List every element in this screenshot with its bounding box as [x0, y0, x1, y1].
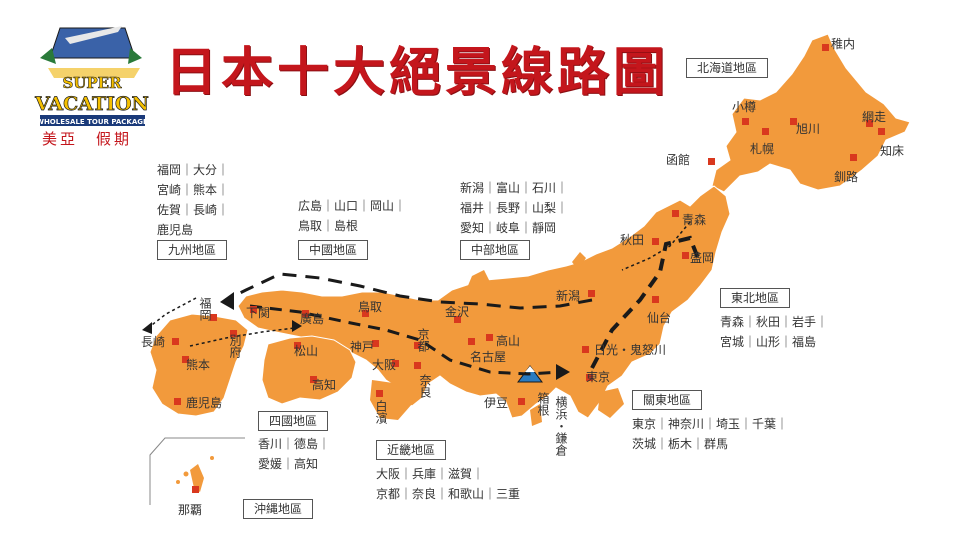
izu-peninsula [530, 404, 542, 426]
chubu-pref-row: 愛知｜岐阜｜靜岡 [460, 221, 557, 235]
chubu-region-label: 中部地區 [460, 240, 531, 260]
logo-emblem-icon: SUPER VACATION WHOLESALE TOUR PACKAGE [34, 26, 149, 126]
city-label-shiretoko: 知床 [880, 144, 905, 158]
city-label-niigata: 新潟 [556, 289, 581, 303]
city-label-nagasaki: 長崎 [141, 335, 166, 349]
hokkaido-landmass [711, 33, 911, 193]
kyushu-region-label: 九州地區 [157, 240, 228, 260]
kanto-region-label: 關東地區 [632, 390, 703, 410]
tohoku-region-label: 東北地區 [720, 288, 791, 308]
city-label-akita: 秋田 [620, 233, 645, 247]
kanto-pref-row: 茨城｜栃木｜群馬 [632, 437, 729, 451]
kyushu-pref-row: 佐賀｜長崎｜ [157, 203, 230, 217]
kyushu-pref-row: 鹿児島 [157, 223, 194, 237]
logo-chinese-name: 美亞假期 [42, 128, 150, 149]
city-label-hakodate: 函館 [666, 153, 691, 167]
logo-chinese-left: 美亞 [42, 130, 79, 148]
city-label-wakkanai: 稚内 [831, 37, 856, 51]
city-label-sapporo: 札幌 [750, 142, 775, 156]
honshu-landmass [237, 185, 731, 419]
chugoku-pref-list: 広島｜山口｜岡山｜ 鳥取｜島根 [298, 196, 406, 236]
chubu-pref-row: 新潟｜富山｜石川｜ [460, 181, 569, 195]
chugoku-region-label: 中國地區 [298, 240, 369, 260]
city-label-aomori: 青森 [682, 213, 707, 227]
shikoku-landmass [261, 335, 357, 405]
route-tokyo-to-aomori [590, 235, 700, 369]
route-fukuoka-to-tokyo [249, 304, 561, 376]
kinki-region-label: 近畿地區 [376, 440, 447, 460]
city-label-nikko: 日光・鬼怒川 [594, 343, 667, 357]
okinawa-region-label: 沖縄地區 [243, 499, 314, 519]
city-label-kushiro: 釧路 [834, 170, 859, 184]
kyushu-pref-list: 福岡｜大分｜ 宮崎｜熊本｜ 佐賀｜長崎｜ 鹿児島 [157, 160, 229, 240]
city-label-sendai: 仙台 [647, 311, 672, 325]
city-label-kagoshima: 鹿児島 [186, 396, 223, 410]
city-label-nara: 奈良 [418, 374, 432, 398]
noto-peninsula [462, 270, 490, 300]
route-arrow-tokyo [556, 364, 570, 380]
city-label-shirahama: 白濱 [374, 400, 388, 424]
city-label-abashiri: 網走 [862, 110, 887, 124]
tohoku-pref-row: 宮城｜山形｜福島 [720, 335, 817, 349]
city-markers [172, 44, 885, 493]
tohoku-pref-list: 青森｜秋田｜岩手｜ 宮城｜山形｜福島 [720, 312, 828, 352]
city-label-hakone: 箱根 [536, 392, 550, 416]
city-label-nagoya: 名古屋 [470, 350, 507, 364]
shikoku-pref-list: 香川｜德島｜ 愛媛｜高知 [258, 434, 330, 474]
city-label-kobe: 神戸 [350, 340, 375, 354]
hokkaido-region-label: 北海道地區 [686, 58, 769, 78]
logo-line1: SUPER [62, 74, 122, 92]
chubu-pref-list: 新潟｜富山｜石川｜ 福井｜長野｜山梨｜ 愛知｜岐阜｜靜岡 [460, 178, 568, 238]
kyushu-pref-row: 福岡｜大分｜ [157, 163, 230, 177]
city-label-kumamoto: 熊本 [186, 358, 211, 372]
city-label-matsuyama: 松山 [294, 344, 319, 358]
kanto-pref-list: 東京｜神奈川｜埼玉｜千葉｜ 茨城｜栃木｜群馬 [632, 414, 788, 454]
city-label-tokyo: 東京 [586, 370, 611, 384]
okinawa-island [190, 464, 204, 492]
page-title: 日本十大絕景線路圖 [165, 43, 670, 103]
chugoku-pref-row: 広島｜山口｜岡山｜ [298, 199, 407, 213]
kinki-pref-row: 大阪｜兵庫｜滋賀｜ [376, 467, 485, 481]
okinawa-inset-frame [149, 437, 245, 505]
boso-peninsula [598, 388, 624, 418]
route-dotted-shikoku [189, 327, 295, 347]
city-label-kyoto: 京都 [416, 328, 430, 352]
logo-chinese-right: 假期 [96, 130, 133, 148]
city-label-morioka: 盛岡 [690, 251, 715, 265]
route-arrow-fukuoka [220, 292, 234, 310]
sado-island [572, 252, 586, 270]
city-label-kochi: 高知 [312, 378, 337, 392]
city-label-osaka: 大阪 [372, 358, 397, 372]
city-label-shimonoseki: 下関 [246, 306, 271, 320]
route-dotted-hokkaido [621, 221, 691, 271]
logo-line3: WHOLESALE TOUR PACKAGE [36, 118, 148, 126]
chugoku-pref-row: 鳥取｜島根 [298, 219, 359, 233]
kyushu-pref-row: 宮崎｜熊本｜ [157, 183, 230, 197]
kinki-pref-row: 京都｜奈良｜和歌山｜三重 [376, 487, 521, 501]
tohoku-pref-row: 青森｜秋田｜岩手｜ [720, 315, 829, 329]
route-sea-of-japan [225, 272, 593, 310]
city-label-hiroshima: 廣島 [300, 312, 325, 326]
city-label-takayama: 高山 [496, 334, 521, 348]
city-label-yokohama: 横浜・鎌倉 [554, 396, 568, 456]
super-vacation-logo: SUPER VACATION WHOLESALE TOUR PACKAGE [30, 18, 155, 158]
city-label-fukuoka: 福岡 [198, 297, 212, 321]
kanto-pref-row: 東京｜神奈川｜埼玉｜千葉｜ [632, 417, 789, 431]
city-label-kanazawa: 金沢 [445, 305, 470, 319]
kinki-pref-list: 大阪｜兵庫｜滋賀｜ 京都｜奈良｜和歌山｜三重 [376, 464, 520, 504]
logo-line2: VACATION [34, 93, 149, 115]
city-label-asahikawa: 旭川 [796, 122, 821, 136]
shikoku-pref-row: 香川｜德島｜ [258, 437, 331, 451]
city-label-tottori: 鳥取 [358, 300, 383, 314]
shikoku-region-label: 四國地區 [258, 411, 329, 431]
city-label-beppu: 別府 [228, 334, 242, 358]
city-label-naha: 那覇 [178, 503, 203, 517]
city-label-izu: 伊豆 [484, 396, 509, 410]
city-label-otaru: 小樽 [732, 100, 757, 114]
chubu-pref-row: 福井｜長野｜山梨｜ [460, 201, 569, 215]
route-dotted-kyushu [147, 297, 197, 329]
shikoku-pref-row: 愛媛｜高知 [258, 457, 319, 471]
